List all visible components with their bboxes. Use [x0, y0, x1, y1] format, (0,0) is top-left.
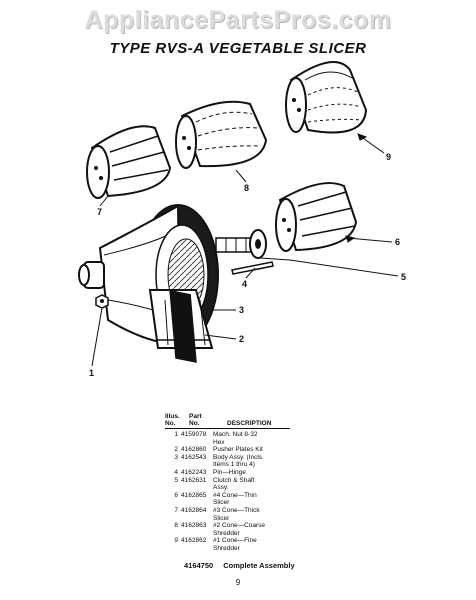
part-no: 4162864 [181, 506, 207, 514]
illus-no: 6 [174, 491, 178, 499]
leader-lines [91, 133, 399, 367]
illus-no: 9 [174, 537, 178, 545]
table-row: 4 4162243 Pin—Hinge [165, 469, 365, 477]
callout-5: 5 [401, 272, 407, 282]
assembly-label: Complete Assembly [223, 561, 295, 570]
header-part-no: No. [189, 420, 200, 427]
page-title: TYPE RVS-A VEGETABLE SLICER [109, 40, 367, 57]
parts-list-header: Illus. No. Part No. DESCRIPTION [165, 413, 365, 427]
description: Pusher Plates Kit [213, 446, 263, 454]
part-no: 4159078 [181, 431, 207, 438]
description-cont: Assy. [213, 484, 229, 492]
header-rule [165, 428, 290, 429]
illus-no: 8 [174, 522, 178, 530]
part-no: 4162865 [181, 491, 207, 499]
description: #3 Cone—Thick [213, 506, 260, 514]
parts-list: Illus. No. Part No. DESCRIPTION 1 415907… [165, 413, 365, 553]
cone-8-coarse-shredder [175, 100, 268, 169]
header-illus: Illus. [165, 413, 180, 420]
callout-9: 9 [386, 152, 392, 162]
callout-2: 2 [239, 334, 245, 344]
description-cont: Hex [213, 438, 225, 446]
description-cont: Shredder [213, 529, 240, 537]
cone-9-fine-shredder [285, 61, 368, 134]
table-row: 2 4162860 Pusher Plates Kit [165, 446, 365, 454]
description: #4 Cone—Thin [213, 491, 257, 499]
part-no: 4162863 [181, 522, 207, 530]
watermark: AppliancePartsPros.com [84, 6, 392, 34]
description: Clutch & Shaft [213, 476, 255, 484]
part-no: 4162860 [181, 446, 207, 454]
header-description: DESCRIPTION [227, 420, 272, 427]
illus-no: 7 [174, 506, 178, 514]
assembly-part-no: 4164750 [184, 561, 214, 570]
header-part: Part [189, 413, 202, 420]
description: Mach. Nut 8-32 [213, 431, 258, 438]
part-no: 4162862 [181, 537, 207, 545]
pusher-plates [148, 289, 214, 363]
description-cont: Slicer [213, 499, 230, 507]
description-cont: Shredder [213, 544, 240, 552]
description: #1 Cone—Fine [213, 537, 257, 545]
complete-assembly: 4164750 Complete Assembly [184, 561, 295, 570]
callout-1: 1 [89, 368, 95, 378]
illus-no: 5 [174, 476, 178, 484]
clutch-shaft-assy [215, 229, 267, 259]
illus-no: 3 [174, 453, 178, 461]
cone-7-thick-slicer [86, 125, 172, 199]
header-illus-no: No. [165, 420, 176, 427]
table-row: 3 4162543 Body Assy. (Incls.Items 1 thru… [165, 454, 365, 469]
illus-no: 2 [174, 446, 178, 454]
part-no: 4162631 [181, 476, 207, 484]
callout-7: 7 [97, 207, 103, 217]
page-number: 9 [235, 578, 241, 587]
callout-3: 3 [239, 305, 245, 315]
description: Pin—Hinge [213, 468, 246, 476]
hinge-pin [231, 261, 274, 275]
callout-6: 6 [395, 237, 401, 247]
hex-nut [95, 294, 109, 309]
illus-no: 1 [174, 431, 178, 438]
illus-no: 4 [174, 468, 178, 476]
callout-4: 4 [242, 279, 248, 289]
part-no: 4162243 [181, 468, 207, 476]
callout-8: 8 [244, 183, 250, 193]
description-cont: Slicer [213, 514, 230, 522]
description: #2 Cone—Coarse [213, 522, 266, 530]
cone-6-thin-slicer [275, 182, 358, 252]
description: Body Assy. (Incls. [213, 453, 264, 461]
part-no: 4162543 [181, 453, 207, 461]
description-cont: Items 1 thru 4) [213, 461, 255, 469]
